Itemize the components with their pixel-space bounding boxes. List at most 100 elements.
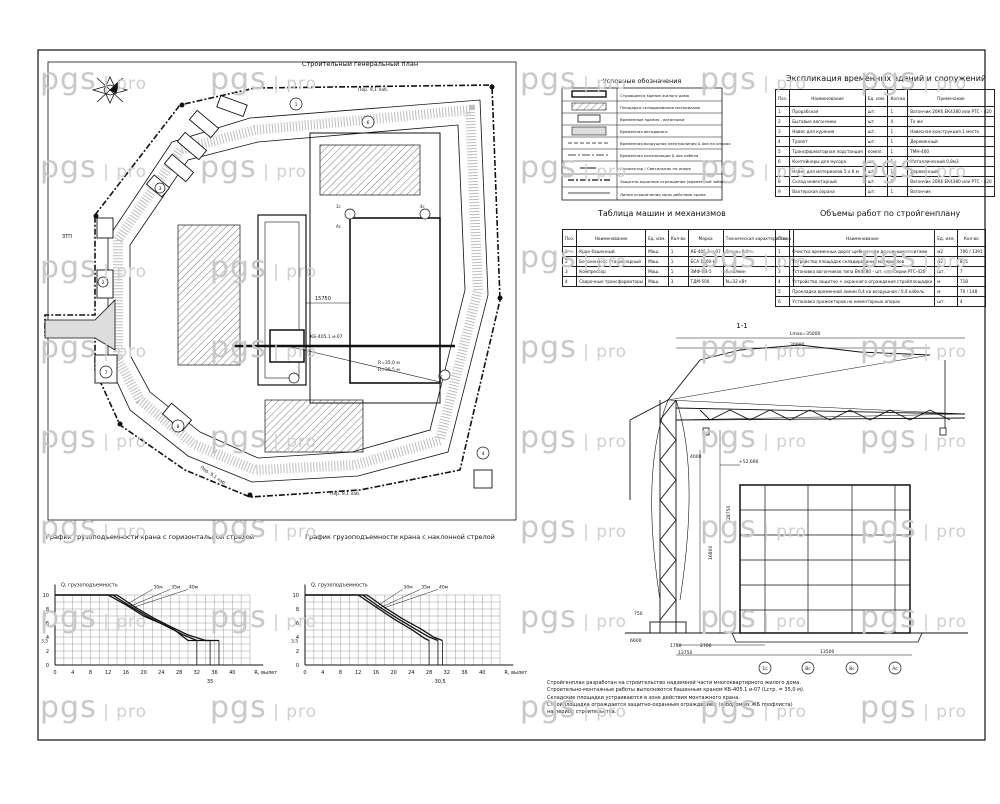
y-tick-label: 6 <box>296 621 299 627</box>
road-label: Пер. 9,1 лаб. <box>330 491 360 497</box>
table-cell: 4 <box>887 116 909 127</box>
y-axis-label: Q, грузоподъемность <box>61 583 118 589</box>
temporary-buildings <box>94 94 493 489</box>
table-cell: Установка прожекторов на инвентарных опо… <box>789 296 936 307</box>
legend-item: Временные здания - вагончики <box>620 117 685 122</box>
table-cell: Бытовые вагончики <box>789 116 866 127</box>
table-cell: 2 <box>774 256 791 267</box>
x-tick-label: 0 <box>53 670 56 676</box>
table-cell: Навесная конструкция 1 место <box>907 126 995 137</box>
y-tick-label: 4 <box>46 635 49 641</box>
series-leader-line <box>130 589 171 607</box>
table-cell: Устройство защитно + охранного ограждени… <box>789 276 936 287</box>
table-cell: шт. <box>864 116 889 127</box>
table-cell: 1 <box>887 176 909 187</box>
table-cell: 6 <box>774 296 791 307</box>
table-cell: шт. <box>934 296 958 307</box>
table-cell: 1 <box>667 256 689 267</box>
table-cell: 8 <box>774 176 791 187</box>
table-cell: Маш. <box>645 266 669 277</box>
table-cell: 6 <box>774 156 791 167</box>
table-cell: 1 <box>887 146 909 157</box>
building-number: 8 <box>177 424 180 430</box>
table-header: Кол-во <box>667 229 689 247</box>
building-number: 7 <box>105 370 108 376</box>
table-cell: 4 <box>774 276 791 287</box>
dimension-label: 15750 <box>315 296 331 302</box>
table-cell: Маш. <box>645 276 669 287</box>
legend-item: Временная воздушная электролиния 0,4кв н… <box>620 141 731 146</box>
table-cell: м <box>934 286 958 297</box>
note-line: Складские площадки устраиваются в зоне д… <box>547 694 740 701</box>
table-cell: Деревянный <box>907 166 995 177</box>
table-cell: Контейнеры для мусора <box>789 156 866 167</box>
radius-label: R=35,0 м <box>378 360 400 366</box>
table-cell: КБ-405.1 и-07 <box>687 246 724 257</box>
explication-title: Экспликация временных зданий и сооружени… <box>786 74 987 83</box>
note-line: на период строительства. <box>547 709 617 716</box>
table-cell: 5 <box>774 146 791 157</box>
radius-label: R=30,5 м <box>378 367 400 373</box>
x-tick-label: 12 <box>355 670 361 676</box>
table-cell: Склад инвентарный <box>789 176 866 187</box>
table-cell: 70 / 148 <box>956 286 986 297</box>
crane-tower <box>649 399 687 634</box>
table-cell: м <box>934 276 958 287</box>
table-header: Кол-во <box>887 89 909 107</box>
wind-rose-icon <box>91 76 129 104</box>
y-tick-label: 6 <box>46 621 49 627</box>
chart-title: График грузоподъемности крана с наклонно… <box>305 533 495 541</box>
legend-item: Строящееся здание жилого дома <box>620 93 690 98</box>
volumes-title: Объемы работ по стройгенплану <box>820 209 961 218</box>
table-cell: Компрессор <box>576 266 647 277</box>
site-plan-title: Строительный генеральный план <box>302 60 418 68</box>
dimension-label: 16800 <box>708 546 714 560</box>
table-cell: 5 <box>774 286 791 297</box>
table-cell: Маш. <box>645 246 669 257</box>
table-cell: Маш. <box>645 256 669 267</box>
series-line-35м <box>55 594 211 642</box>
table-cell: 2 <box>561 256 578 267</box>
series-label: 35м <box>171 584 180 590</box>
table-cell: Устройство площадок складирования матери… <box>789 256 936 267</box>
table-cell: 1 <box>887 186 909 197</box>
y-tick-label: 10 <box>293 593 299 599</box>
legend-item: Временная канализация 0,4кв кабеля <box>620 153 699 158</box>
series-leader-line <box>384 589 439 608</box>
table-cell: ТДМ-500 <box>687 276 724 287</box>
x-tick-label: 40 <box>229 670 235 676</box>
table-header: Примечание <box>907 89 995 107</box>
legend-item: Временная автодорога <box>620 129 668 134</box>
table-cell: шт. <box>864 166 889 177</box>
axis-label: 1c <box>336 204 341 209</box>
y-tick-label: 8 <box>46 607 49 613</box>
y-tick-label: 8 <box>296 607 299 613</box>
y-tick-label: 10 <box>43 593 49 599</box>
storage-area <box>319 144 421 196</box>
axis-label: Вс <box>849 666 855 672</box>
dimension-label: 6600 <box>630 638 642 644</box>
table-cell: 3 <box>774 126 791 137</box>
y-tick-label: 0 <box>296 663 299 669</box>
table-cell: 1 <box>887 126 909 137</box>
axis-label: 1с <box>762 666 768 672</box>
series-line-40м <box>55 594 219 642</box>
table-cell: шт. <box>864 136 889 147</box>
table-header: Наименование <box>789 229 936 247</box>
machines-title: Таблица машин и механизмов <box>598 209 726 218</box>
y-mark-label: 3,5 <box>291 639 298 645</box>
table-header: Ед. изм. <box>645 229 669 247</box>
table-cell: Прорабская <box>789 106 866 117</box>
dimension-label: 13500 <box>820 649 834 655</box>
building-under-construction <box>349 217 441 384</box>
